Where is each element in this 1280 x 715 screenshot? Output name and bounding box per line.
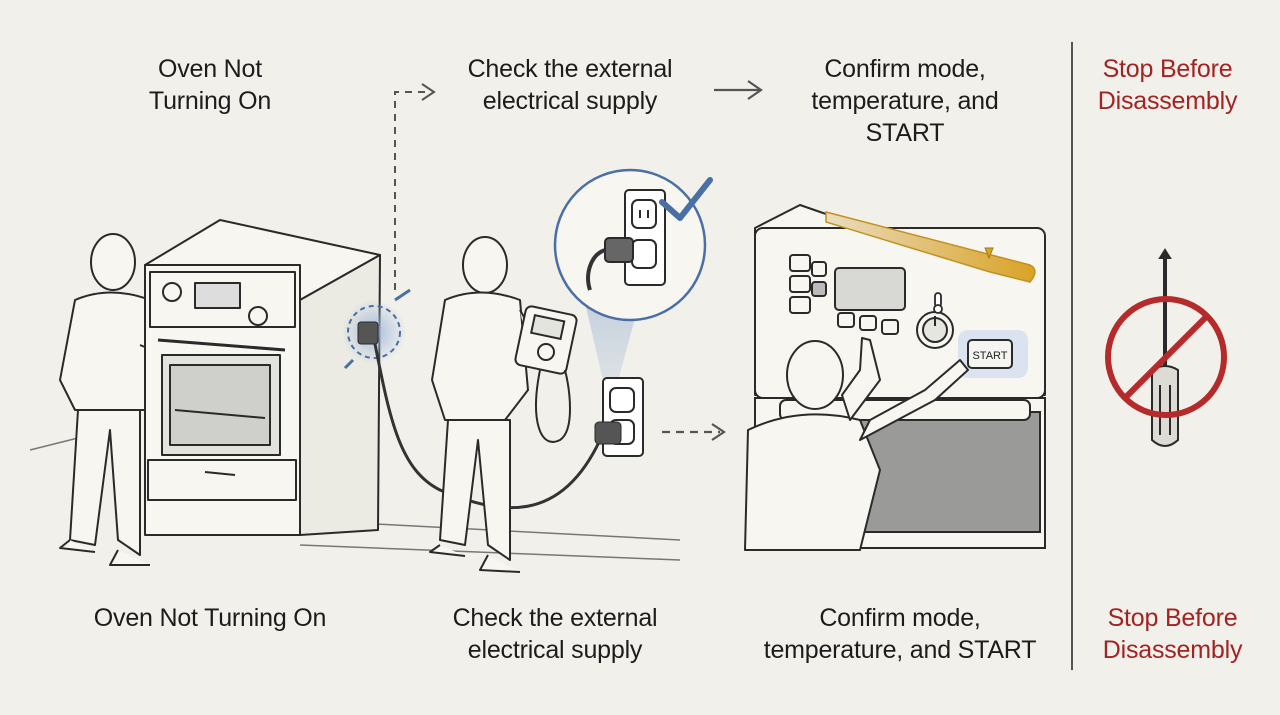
warning-bottom-caption: Stop Before Disassembly (1102, 604, 1243, 664)
prohibition-icon (1105, 296, 1227, 418)
person-thinking-illustration (59, 233, 161, 566)
step3-bottom-caption: Confirm mode, temperature, and START (763, 604, 1037, 664)
plug-icon (586, 237, 634, 291)
step2-top-title: Check the external electrical supply (467, 55, 673, 115)
start-button[interactable] (967, 339, 1013, 369)
person-pressing-start-illustration (744, 337, 969, 551)
oven-illustration (144, 219, 381, 536)
temperature-bar (825, 211, 1036, 283)
arrow-right-icon (421, 83, 436, 101)
multimeter-icon (514, 305, 578, 443)
temperature-marker-icon (984, 247, 994, 260)
start-button-label: START (972, 350, 1007, 362)
step1-top-title: Oven Not Turning On (148, 55, 272, 115)
step3-top-title: Confirm mode, temperature, and START (811, 55, 999, 147)
wall-outlet-icon (624, 189, 666, 286)
arrow-right-icon (714, 80, 763, 100)
step1-bottom-caption: Oven Not Turning On (93, 604, 327, 632)
arrow-right-icon (662, 423, 726, 441)
plug-spark (343, 288, 411, 370)
dashed-connector (394, 91, 430, 290)
power-cord (373, 343, 602, 510)
warning-top-title: Stop Before Disassembly (1097, 55, 1238, 115)
plug-highlight (347, 305, 401, 359)
thermometer-icon (933, 292, 943, 314)
person-with-meter-illustration (429, 236, 541, 573)
plug-icon (594, 421, 622, 445)
step2-bottom-caption: Check the external electrical supply (452, 604, 658, 664)
plug-icon (357, 321, 379, 345)
checkmark-icon (659, 177, 713, 221)
